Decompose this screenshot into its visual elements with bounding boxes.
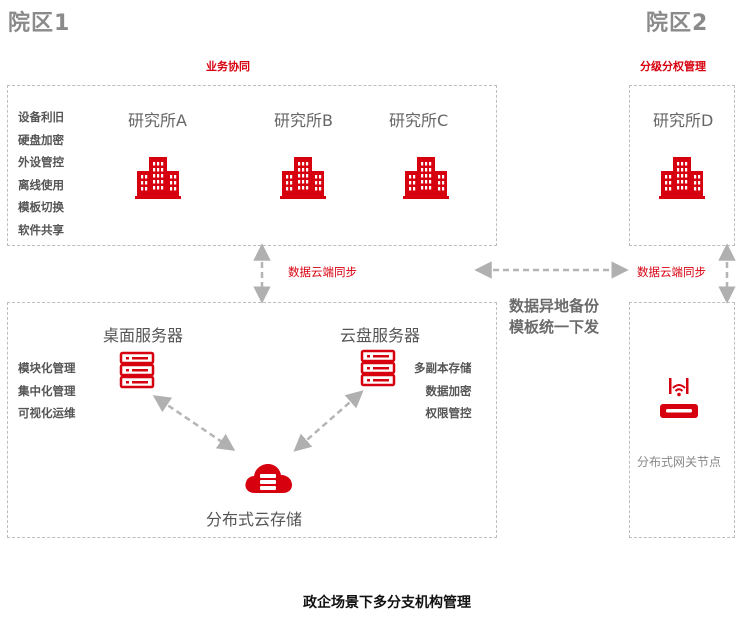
institute-b-name: 研究所B bbox=[274, 111, 333, 130]
feature-item: 离线使用 bbox=[18, 177, 64, 192]
gateway-node-name: 分布式网关节点 bbox=[637, 455, 722, 469]
building-icon bbox=[280, 153, 326, 199]
feature-item: 模板切换 bbox=[18, 200, 64, 214]
feature-item: 集中化管理 bbox=[18, 383, 76, 398]
building-icon bbox=[659, 153, 705, 199]
feature-item: 软件共享 bbox=[18, 222, 64, 237]
campus1-server-panel bbox=[7, 302, 497, 538]
cloud-disk-server-features: 多副本存储 数据加密 权限管控 bbox=[414, 357, 472, 425]
backup-line: 数据异地备份 bbox=[509, 297, 600, 315]
campus2-institute-panel bbox=[629, 85, 735, 246]
server-icon bbox=[360, 349, 396, 387]
feature-item: 权限管控 bbox=[425, 406, 472, 420]
desktop-server-name: 桌面服务器 bbox=[103, 326, 184, 345]
institute-c-name: 研究所C bbox=[389, 111, 449, 130]
server-icon bbox=[119, 351, 155, 389]
feature-item: 多副本存储 bbox=[414, 361, 472, 375]
router-icon bbox=[657, 374, 701, 424]
distribution-line: 模板统一下发 bbox=[509, 318, 600, 336]
desktop-server-features: 模块化管理 集中化管理 可视化运维 bbox=[18, 357, 76, 425]
desktop-storage-arrow bbox=[152, 395, 236, 451]
campus1-institutes-panel bbox=[7, 85, 497, 246]
cloud-disk-server-name: 云盘服务器 bbox=[340, 326, 421, 345]
campus2-sync-label: 数据云端同步 bbox=[637, 265, 706, 279]
feature-item: 模块化管理 bbox=[18, 361, 76, 375]
institute-a-name: 研究所A bbox=[128, 111, 187, 130]
diagram-caption: 政企场景下多分支机构管理 bbox=[303, 595, 471, 611]
feature-item: 可视化运维 bbox=[18, 406, 76, 420]
campus2-title: 院区2 bbox=[646, 11, 709, 36]
campus1-sync-label: 数据云端同步 bbox=[288, 265, 357, 279]
feature-item: 硬盘加密 bbox=[18, 132, 64, 147]
business-collab-label: 业务协同 bbox=[206, 60, 250, 73]
building-icon bbox=[403, 153, 449, 199]
feature-item: 数据加密 bbox=[425, 383, 472, 398]
campus2-gateway-panel bbox=[629, 302, 735, 538]
building-icon bbox=[135, 153, 181, 199]
feature-item: 设备利旧 bbox=[18, 110, 64, 124]
institute-d-name: 研究所D bbox=[653, 111, 714, 130]
tiered-auth-label: 分级分权管理 bbox=[640, 60, 706, 73]
feature-item: 外设管控 bbox=[18, 155, 64, 169]
disk-storage-arrow bbox=[293, 390, 364, 452]
cloud-storage-icon bbox=[243, 461, 293, 495]
backup-distribution-text: 数据异地备份 模板统一下发 bbox=[509, 296, 599, 338]
distributed-storage-name: 分布式云存储 bbox=[206, 510, 303, 529]
campus1-feature-list: 设备利旧 硬盘加密 外设管控 离线使用 模板切换 软件共享 bbox=[18, 106, 64, 241]
campus1-title: 院区1 bbox=[8, 11, 71, 36]
